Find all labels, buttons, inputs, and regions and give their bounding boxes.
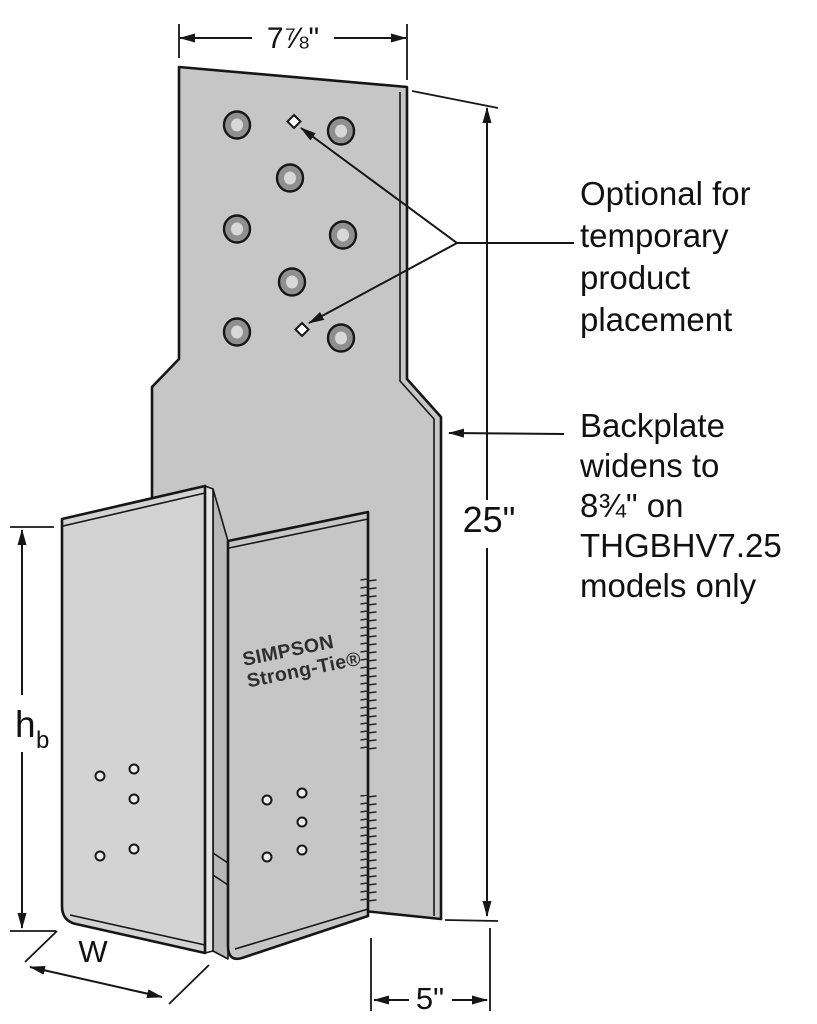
seam-hatch-lower: [360, 795, 377, 904]
dimension-seat-depth: 5": [370, 928, 491, 1016]
front-panel-bottom-fold-line: [234, 908, 369, 950]
extension-line: [24, 930, 58, 963]
dimension-arrow-double: [29, 965, 163, 999]
channel-seat-line-upper: [212, 852, 229, 864]
nail-hole: [128, 843, 140, 855]
bolt-hole-center: [286, 275, 298, 289]
callout-text-line: widens to: [579, 447, 719, 484]
extension-line: [444, 919, 499, 922]
nail-hole: [261, 794, 273, 806]
dimension-label-top-width: 7⅞": [267, 22, 319, 55]
nail-hole: [261, 851, 273, 863]
nail-holes-left-flange: [94, 763, 140, 862]
bolt-hole-center: [335, 331, 347, 345]
backplate-edge-thickness-line: [399, 92, 435, 916]
bolt-hole-center: [231, 118, 243, 132]
diamond-hole-top: [286, 113, 302, 130]
callout-text-line: temporary: [580, 217, 729, 254]
dimension-joist-height: h b: [10, 526, 56, 932]
bolt-hole-center: [284, 171, 296, 185]
bolt-hole-center: [335, 124, 347, 138]
extension-line: [411, 90, 499, 109]
extension-line: [168, 964, 210, 1005]
nail-hole: [296, 787, 308, 799]
left-flange-top-thickness-line: [62, 492, 206, 527]
dimension-width: W: [24, 930, 210, 1005]
callout-text-line: THGBHV7.25: [580, 527, 782, 564]
front-panel-top-thickness-line: [228, 518, 369, 549]
dimension-label-overall-height: 25": [463, 499, 516, 540]
bolt-hole: [222, 110, 252, 140]
callout-backplate-widens: Backplate widens to 8¾" on THGBHV7.25 mo…: [448, 407, 782, 604]
bolt-hole: [326, 323, 356, 353]
front-panel: [226, 510, 370, 961]
nail-holes-front-panel: [261, 787, 308, 863]
bolt-hole: [277, 267, 307, 297]
dimension-label-joist-height-subscript: b: [36, 727, 49, 754]
channel-seat-line-lower: [212, 874, 229, 886]
bolt-hole: [275, 163, 305, 193]
bolt-hole-center: [231, 222, 243, 236]
diamond-hole-bottom: [294, 321, 310, 338]
leader-arrow-backplate-edge: [448, 428, 565, 438]
nail-hole: [94, 850, 106, 862]
callout-text-line: product: [580, 259, 690, 296]
nail-hole: [94, 770, 106, 782]
bolt-hole-center: [231, 325, 243, 339]
left-flange: [60, 484, 207, 955]
dimension-label-joist-height: h: [15, 704, 36, 745]
callout-text-line: 8¾" on: [580, 487, 683, 524]
nail-hole: [296, 844, 308, 856]
bolt-hole-center: [337, 228, 349, 242]
dimension-overall-height: 25": [411, 90, 516, 922]
callout-text-line: placement: [580, 301, 732, 338]
nail-hole: [128, 763, 140, 775]
dimension-label-width: W: [78, 934, 108, 969]
bolt-hole: [222, 317, 252, 347]
leader-arrow-bottom-diamond: [308, 242, 458, 324]
dimension-top-width: 7⅞": [178, 22, 408, 80]
bolt-hole: [328, 220, 358, 250]
bolt-holes: [222, 110, 358, 353]
callout-text-line: models only: [580, 567, 757, 604]
callout-text-line: Optional for: [580, 175, 751, 212]
nail-hole: [296, 816, 308, 828]
dimension-label-seat-depth: 5": [416, 981, 444, 1016]
left-flange-bottom-fold-line: [69, 914, 206, 946]
hanger-bucket: SIMPSON Strong-Tie®: [60, 484, 377, 961]
bolt-hole: [222, 214, 252, 244]
nail-hole: [128, 793, 140, 805]
bolt-hole: [326, 116, 356, 146]
callout-optional-placement: Optional for temporary product placement: [300, 127, 751, 338]
channel-interior: [212, 488, 229, 960]
callout-text-line: Backplate: [580, 407, 725, 444]
seam-hatch-upper: [360, 578, 377, 750]
